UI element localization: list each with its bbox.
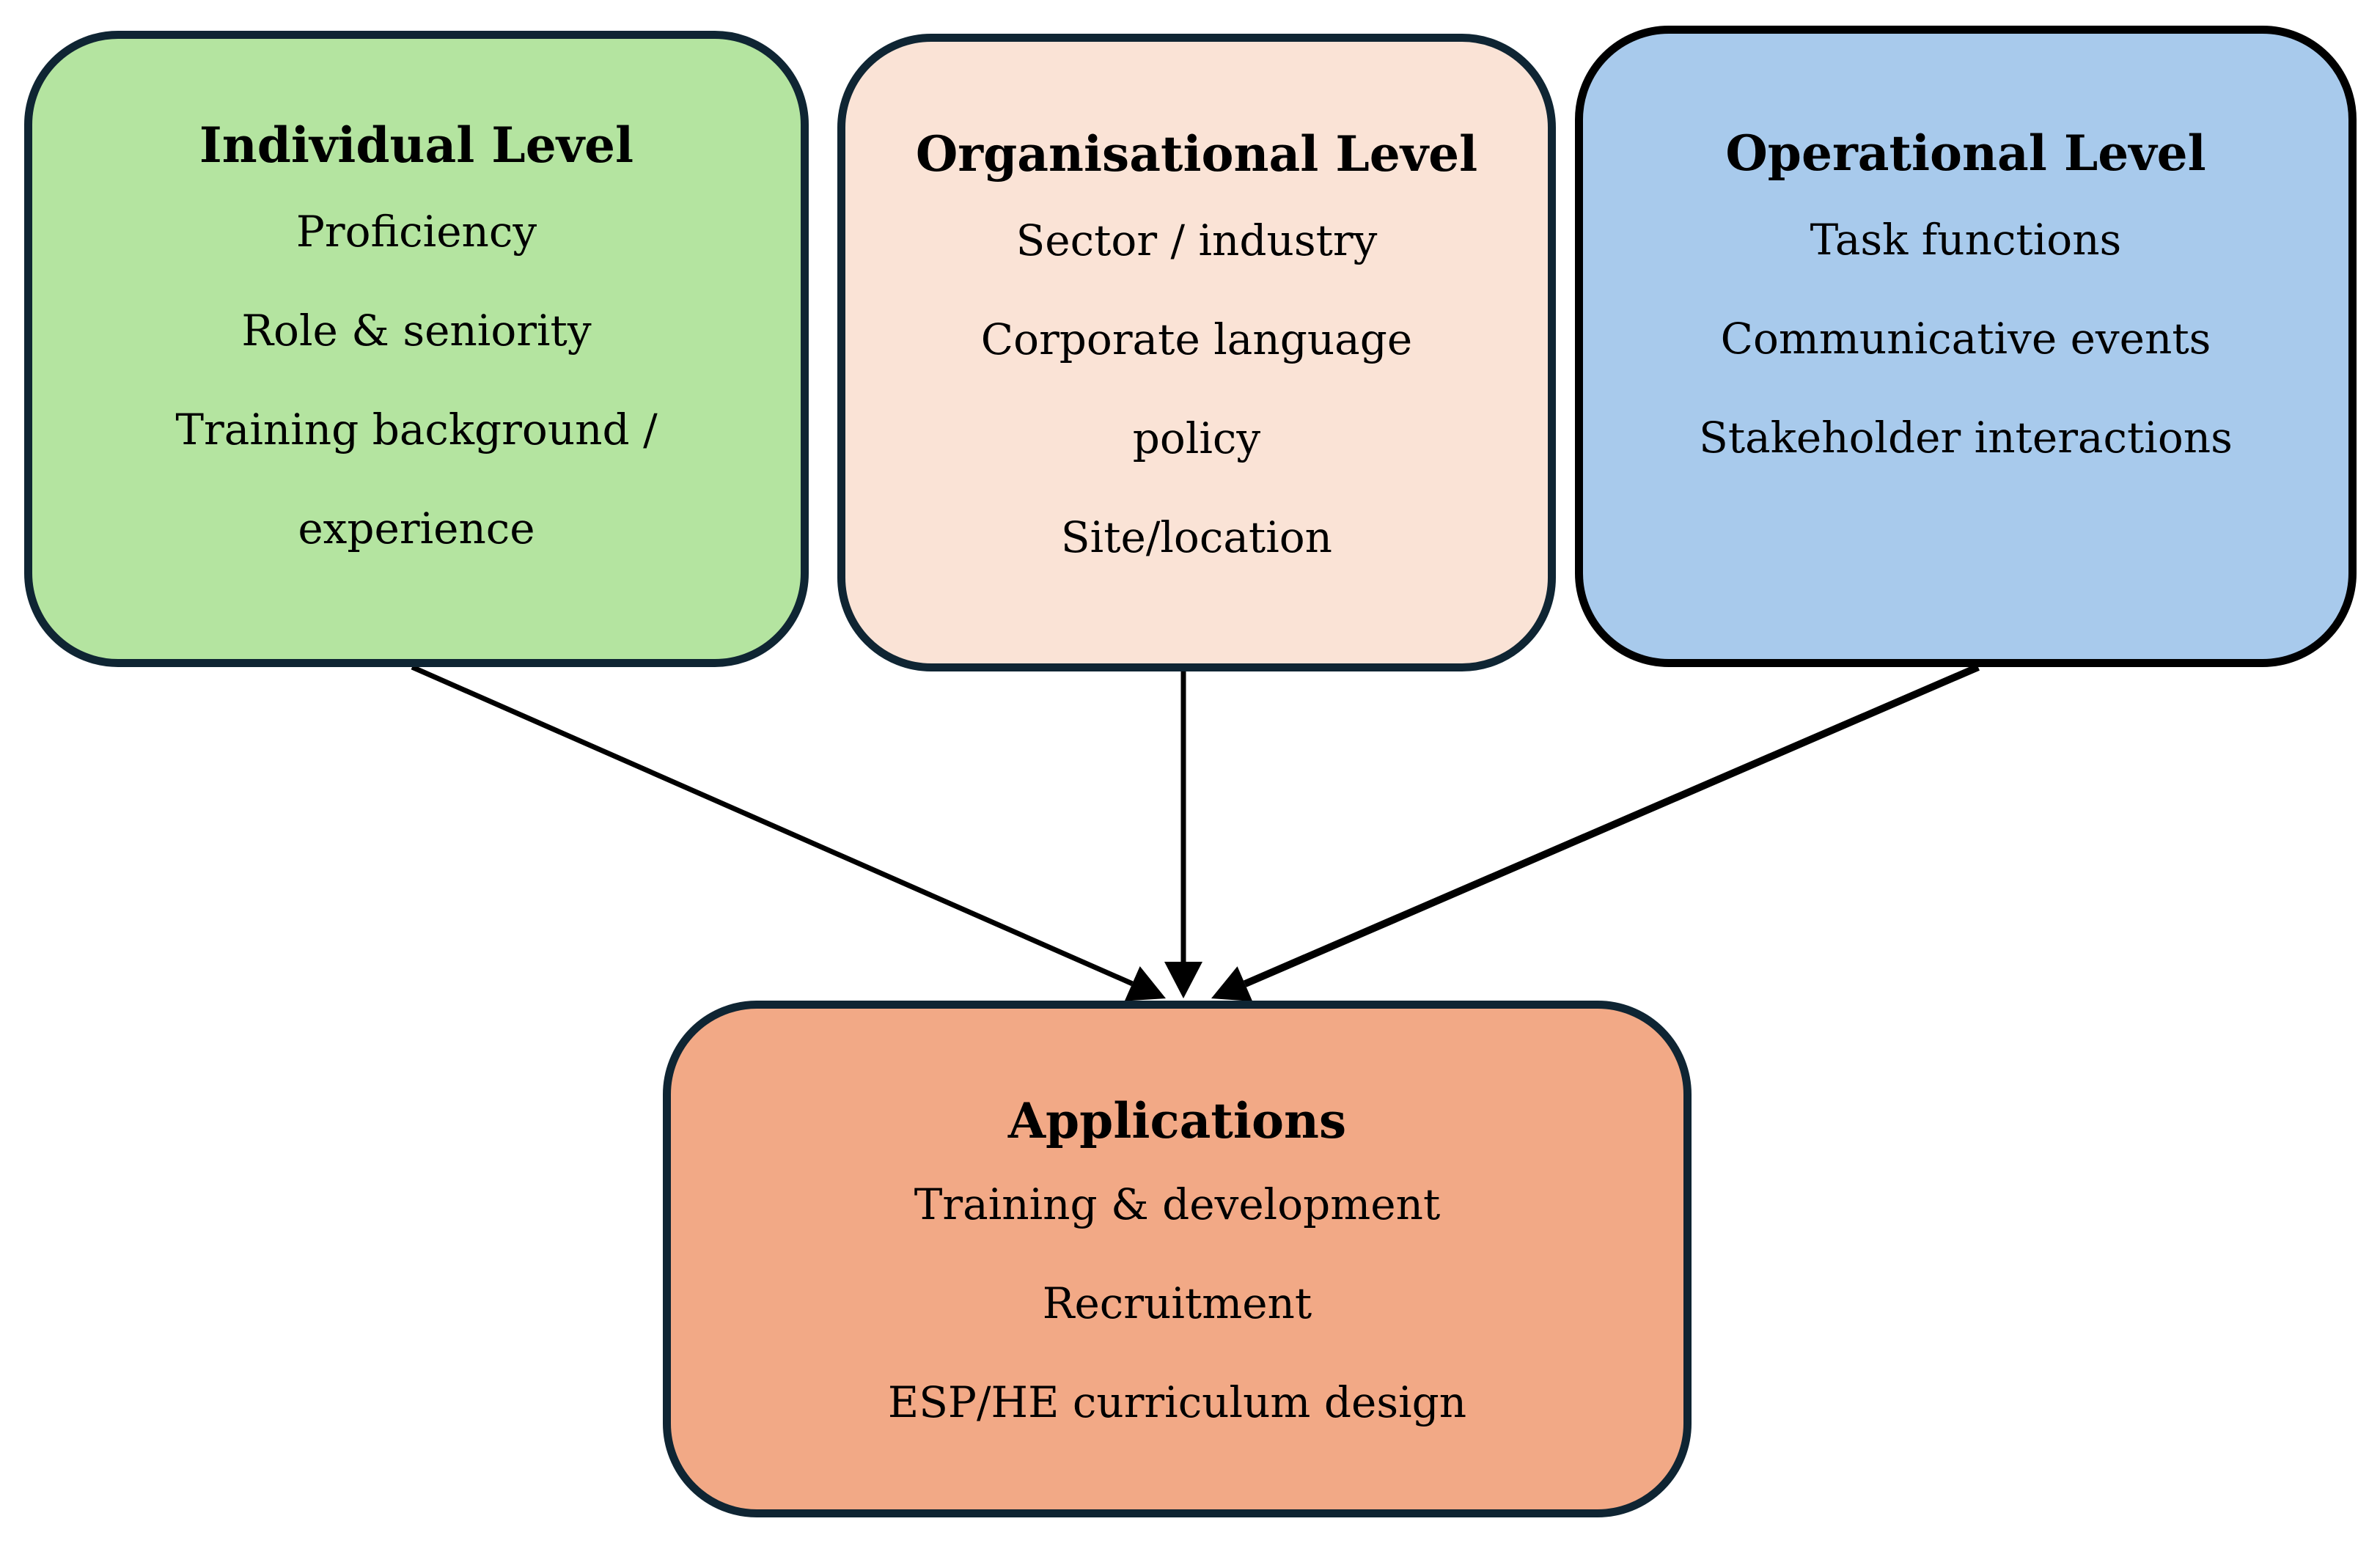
operational-level-list: Task functions Communicative events Stak… <box>1699 191 2233 487</box>
organisational-item-corporate-language: Corporate language <box>980 314 1413 364</box>
operational-item-communicative-events: Communicative events <box>1720 314 2211 364</box>
applications-box: Applications Training & development Recr… <box>663 1001 1692 1517</box>
individual-item-role-seniority: Role & seniority <box>241 306 592 356</box>
arrowhead-individual-to-applications <box>1124 966 1166 1001</box>
arrow-line-individual-to-applications <box>411 664 1134 987</box>
individual-level-box: Individual Level Proficiency Role & seni… <box>24 31 809 667</box>
applications-item-curriculum-design: ESP/HE curriculum design <box>887 1377 1467 1427</box>
organisational-level-title: Organisational Level <box>915 125 1478 183</box>
organisational-item-sector: Sector / industry <box>1015 216 1378 265</box>
organisational-level-list: Sector / industry Corporate language pol… <box>981 191 1412 587</box>
arrowhead-organisational-to-applications <box>1164 962 1202 998</box>
organisational-item-site-location: Site/location <box>1060 512 1333 562</box>
individual-item-training-background: Training background / <box>175 405 658 454</box>
operational-item-stakeholder-interactions: Stakeholder interactions <box>1699 413 2233 463</box>
applications-item-training-development: Training & development <box>914 1179 1441 1229</box>
individual-level-title: Individual Level <box>199 117 634 174</box>
operational-level-box: Operational Level Task functions Communi… <box>1575 26 2357 667</box>
applications-title: Applications <box>1007 1092 1347 1149</box>
applications-item-recruitment: Recruitment <box>1042 1278 1312 1328</box>
individual-item-proficiency: Proficiency <box>295 207 537 257</box>
arrowhead-operational-to-applications <box>1211 966 1253 1002</box>
arrow-line-operational-to-applications <box>1243 663 1980 987</box>
applications-list: Training & development Recruitment ESP/H… <box>888 1155 1466 1452</box>
operational-item-task-functions: Task functions <box>1810 215 2122 265</box>
organisational-item-policy: policy <box>1132 413 1261 463</box>
individual-level-list: Proficiency Role & seniority Training ba… <box>175 183 657 578</box>
individual-item-experience: experience <box>298 504 535 553</box>
operational-level-title: Operational Level <box>1725 125 2206 182</box>
organisational-level-box: Organisational Level Sector / industry C… <box>837 34 1556 671</box>
